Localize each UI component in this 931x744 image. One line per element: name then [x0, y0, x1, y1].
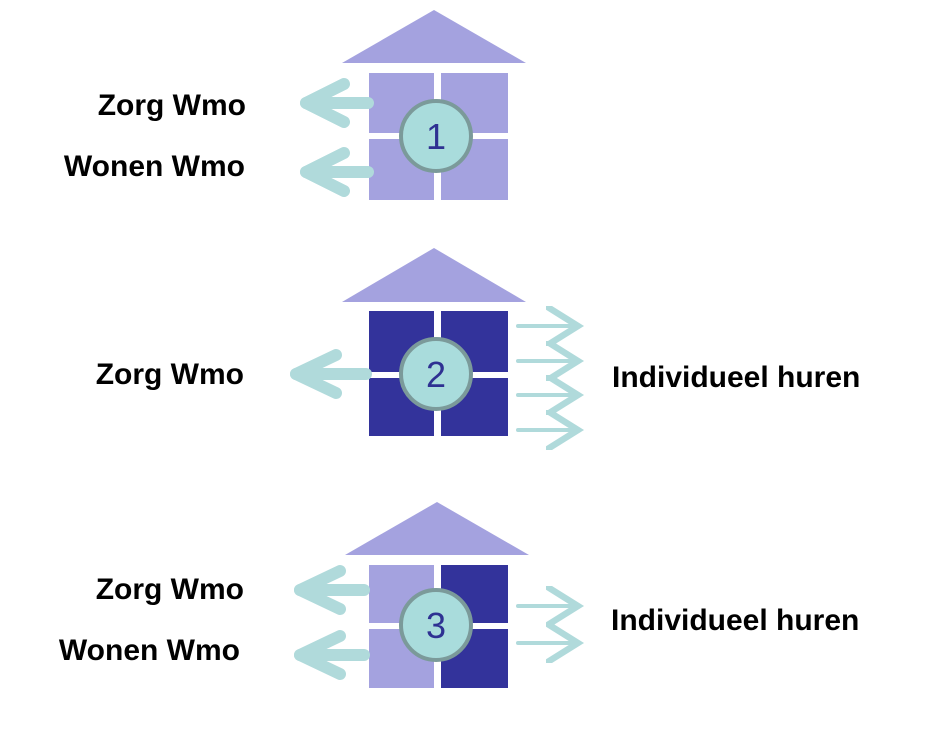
house-3-number-badge [399, 588, 473, 662]
house-1-arrow-left-1 [300, 78, 374, 128]
house-2-arrows-right [516, 326, 578, 430]
house-1-label-zorg: Zorg Wmo [98, 89, 246, 122]
house-3-label-wonen: Wonen Wmo [59, 634, 240, 667]
house-3-label-individueel: Individueel huren [611, 604, 859, 637]
house-3: 3 Zorg Wmo Wonen Wmo Individueel huren [59, 502, 859, 688]
house-3-label-zorg: Zorg Wmo [96, 573, 244, 606]
house-3-number: 3 [426, 605, 446, 646]
house-3-roof [345, 502, 529, 555]
house-1-roof [342, 10, 526, 63]
house-3-arrows-right [516, 606, 578, 643]
house-1: 1 Zorg Wmo Wonen Wmo [64, 10, 526, 200]
house-1-number: 1 [426, 116, 446, 157]
house-2-arrow-left [290, 349, 372, 399]
house-1-number-badge [399, 99, 473, 173]
house-3-arrow-left-1 [294, 565, 370, 615]
house-2-label-individueel: Individueel huren [612, 361, 860, 394]
house-1-arrow-left-2 [300, 147, 374, 197]
house-3-arrow-left-2 [294, 630, 370, 680]
house-2-label-zorg: Zorg Wmo [96, 358, 244, 391]
house-2-number: 2 [426, 354, 446, 395]
house-2: 2 Zorg Wmo Individueel huren [96, 248, 860, 436]
house-1-label-wonen: Wonen Wmo [64, 150, 245, 183]
house-2-roof [342, 248, 526, 302]
house-2-number-badge [399, 337, 473, 411]
